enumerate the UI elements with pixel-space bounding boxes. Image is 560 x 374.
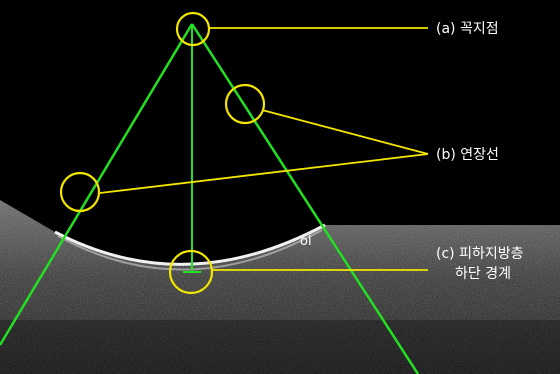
extension-label: (b) 연장선 xyxy=(436,147,499,163)
extension-leader-lower xyxy=(100,154,428,193)
boundary-label-line1: (c) 피하지방층 xyxy=(436,246,524,262)
boundary-label-line2: 하단 경계 xyxy=(455,266,511,282)
tissue-deep-shadow xyxy=(0,320,560,374)
overlap-text: ol xyxy=(300,234,312,249)
extension-circle-lower xyxy=(61,173,99,211)
extension-leader-upper xyxy=(262,110,428,154)
apex-label: (a) 꼭지점 xyxy=(436,21,499,37)
tissue-region xyxy=(0,200,560,374)
